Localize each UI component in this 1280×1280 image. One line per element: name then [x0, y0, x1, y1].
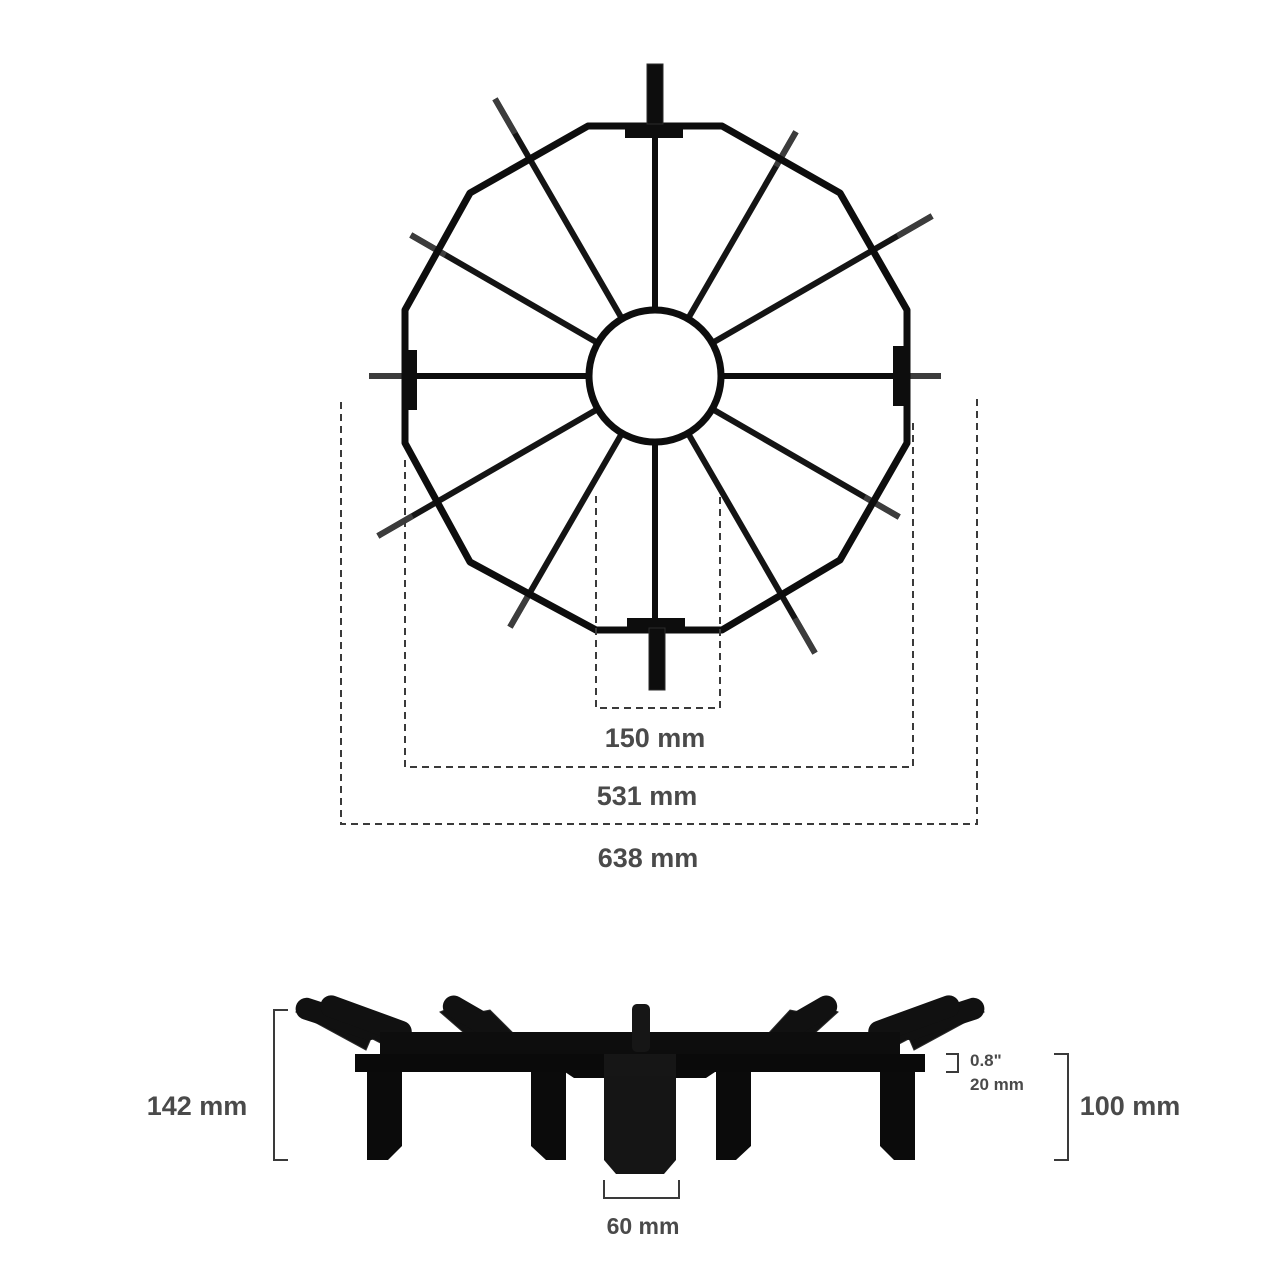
- finger-tips: [295, 995, 985, 1043]
- tab-top: [646, 63, 664, 125]
- leg-outer-right: [880, 1072, 915, 1160]
- dim-line-638: [340, 398, 978, 825]
- spoke-tip: [376, 513, 415, 539]
- dim-label-inch: 0.8": [970, 1051, 1002, 1070]
- spoke-tip: [895, 213, 934, 239]
- leg-center: [604, 1076, 676, 1174]
- tab-bottom: [648, 627, 666, 691]
- support-pad-right: [893, 346, 905, 406]
- center-tab: [632, 1004, 650, 1052]
- spoke: [685, 431, 818, 655]
- leg-outer-left: [367, 1072, 402, 1160]
- bracket-100: [1054, 1053, 1069, 1161]
- spoke-tip: [792, 616, 818, 655]
- support-pad-left: [405, 350, 417, 410]
- spoke-tip: [492, 97, 518, 136]
- leg-inner-right: [716, 1072, 751, 1160]
- center-ring: [585, 306, 725, 446]
- spoke: [492, 97, 625, 321]
- legs: [367, 1072, 915, 1174]
- dim-line-531: [404, 420, 914, 768]
- dim-label-100: 100 mm: [1080, 1091, 1181, 1121]
- dim-label-150: 150 mm: [605, 723, 706, 753]
- top-view: 150 mm 531 mm 638 mm: [340, 63, 978, 873]
- leg-inner-left: [531, 1072, 566, 1160]
- center-hub: [604, 1054, 676, 1076]
- support-pad-bottom: [627, 618, 685, 630]
- bracket-142: [273, 1009, 288, 1161]
- dim-label-20: 20 mm: [970, 1075, 1024, 1094]
- spoke-tip: [507, 590, 533, 629]
- support-pad-top: [625, 126, 683, 138]
- side-view: 142 mm 100 mm 0.8" 20 mm 60 mm: [147, 995, 1181, 1239]
- spoke: [710, 213, 934, 346]
- spoke: [376, 406, 600, 539]
- bracket-60: [603, 1180, 680, 1199]
- dim-label-638: 638 mm: [598, 843, 699, 873]
- dim-label-60: 60 mm: [607, 1213, 680, 1239]
- dim-label-531: 531 mm: [597, 781, 698, 811]
- outer-dodecagon-ring: [401, 122, 911, 634]
- dim-label-142: 142 mm: [147, 1091, 248, 1121]
- bracket-20: [946, 1053, 959, 1073]
